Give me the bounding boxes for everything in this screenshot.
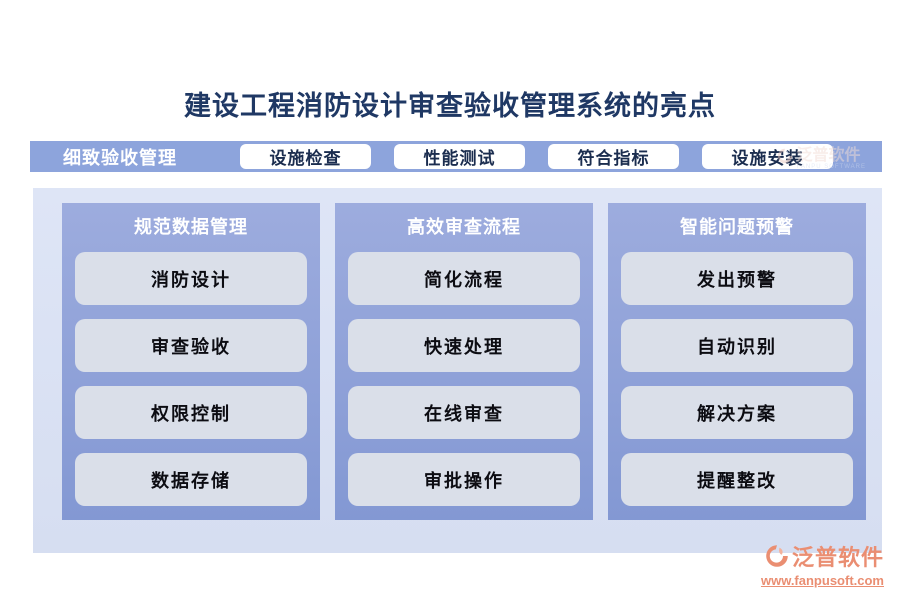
item-review-acceptance[interactable]: 审查验收 xyxy=(75,319,307,372)
column-problem-warning: 智能问题预警 发出预警 自动识别 解决方案 提醒整改 xyxy=(608,203,866,520)
header-tabs: 设施检查 性能测试 符合指标 设施安装 xyxy=(240,144,833,169)
item-auto-identify[interactable]: 自动识别 xyxy=(621,319,853,372)
tab-facility-inspection[interactable]: 设施检查 xyxy=(240,144,371,169)
column-items: 发出预警 自动识别 解决方案 提醒整改 xyxy=(608,243,866,506)
tab-facility-install[interactable]: 设施安装 xyxy=(702,144,833,169)
item-permission-control[interactable]: 权限控制 xyxy=(75,386,307,439)
item-solution[interactable]: 解决方案 xyxy=(621,386,853,439)
header-category-label: 细致验收管理 xyxy=(63,147,177,168)
content-panel: 规范数据管理 消防设计 审查验收 权限控制 数据存储 高效审查流程 简化流程 快… xyxy=(33,188,882,553)
brand-name: 泛普软件 xyxy=(791,545,884,570)
header-bar: 细致验收管理 设施检查 性能测试 符合指标 设施安装 xyxy=(30,141,882,172)
column-header: 规范数据管理 xyxy=(134,217,248,237)
column-items: 简化流程 快速处理 在线审查 审批操作 xyxy=(335,243,593,506)
brand-logo-icon xyxy=(766,545,788,567)
item-online-review[interactable]: 在线审查 xyxy=(348,386,580,439)
footer-brand: 泛普软件 www.fanpusoft.com xyxy=(761,540,884,588)
columns-container: 规范数据管理 消防设计 审查验收 权限控制 数据存储 高效审查流程 简化流程 快… xyxy=(33,188,882,520)
item-issue-warning[interactable]: 发出预警 xyxy=(621,252,853,305)
item-rectification-reminder[interactable]: 提醒整改 xyxy=(621,453,853,506)
item-approval-operation[interactable]: 审批操作 xyxy=(348,453,580,506)
column-items: 消防设计 审查验收 权限控制 数据存储 xyxy=(62,243,320,506)
column-review-process: 高效审查流程 简化流程 快速处理 在线审查 审批操作 xyxy=(335,203,593,520)
tab-performance-test[interactable]: 性能测试 xyxy=(394,144,525,169)
item-fire-design[interactable]: 消防设计 xyxy=(75,252,307,305)
column-header: 智能问题预警 xyxy=(680,217,794,237)
column-header: 高效审查流程 xyxy=(407,217,521,237)
tab-compliance-index[interactable]: 符合指标 xyxy=(548,144,679,169)
page-title: 建设工程消防设计审查验收管理系统的亮点 xyxy=(184,91,716,121)
item-fast-handling[interactable]: 快速处理 xyxy=(348,319,580,372)
brand-url-link[interactable]: www.fanpusoft.com xyxy=(760,573,884,588)
column-data-management: 规范数据管理 消防设计 审查验收 权限控制 数据存储 xyxy=(62,203,320,520)
item-data-storage[interactable]: 数据存储 xyxy=(75,453,307,506)
item-simplified-process[interactable]: 简化流程 xyxy=(348,252,580,305)
